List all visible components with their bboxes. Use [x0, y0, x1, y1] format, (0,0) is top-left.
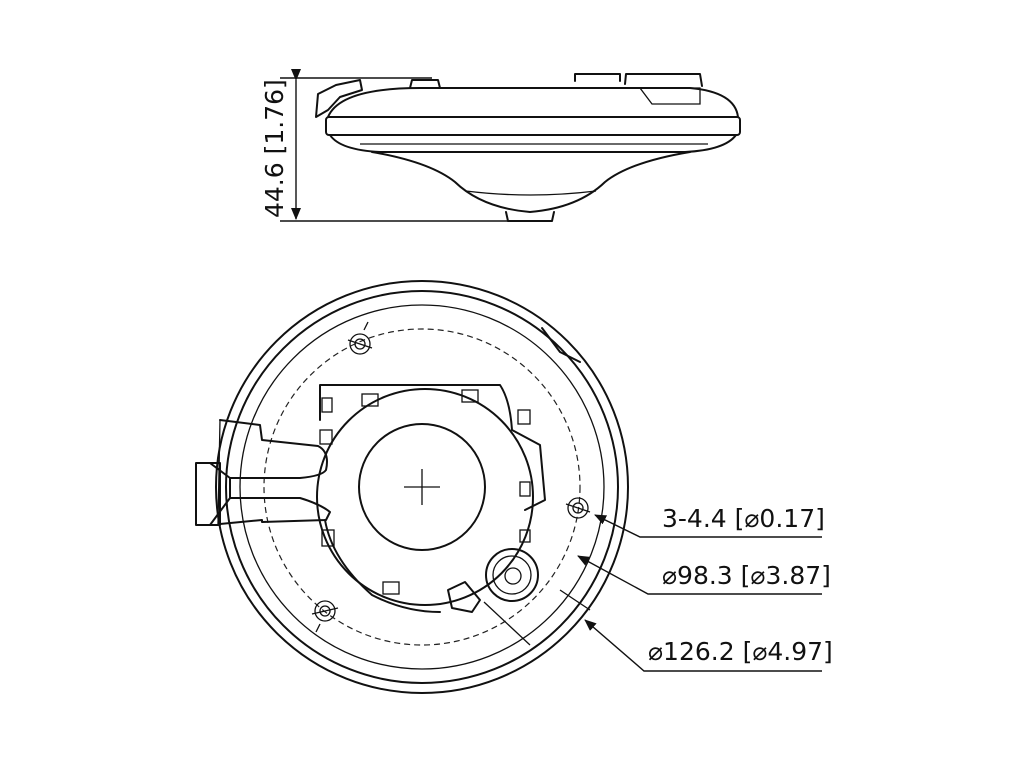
cable-arm-edge [217, 419, 221, 525]
rim-notch [541, 327, 581, 363]
side-connector [638, 87, 701, 105]
side-tab-3 [624, 73, 703, 87]
side-clip-left [315, 79, 363, 118]
side-top-plate [327, 87, 739, 118]
bottom-view [195, 280, 822, 694]
outer-diameter-label: ⌀126.2 [⌀4.97] [648, 637, 833, 666]
mounting-hole-right [565, 497, 591, 519]
sensor-inner [504, 567, 522, 585]
side-tab-2 [574, 73, 621, 82]
side-dome [371, 151, 691, 213]
bracket-tab [382, 581, 400, 595]
section-line [483, 601, 531, 646]
hole-dimension-label: 3-4.4 [⌀0.17] [662, 504, 825, 533]
bracket-outline-bottom [324, 519, 441, 613]
side-lens [505, 211, 555, 222]
height-dimension-label: 44.6 [1.76] [260, 79, 289, 218]
mounting-hole-top-left [347, 321, 373, 355]
mounting-hole-bottom-left [311, 600, 339, 633]
cable-plug [195, 462, 221, 526]
section-line [559, 589, 591, 611]
cable-arm-top [219, 419, 328, 479]
bolt-circle [263, 328, 581, 646]
side-dome-line [465, 190, 597, 196]
bracket-tab [519, 481, 531, 497]
cable-plug-side [209, 462, 231, 526]
bracket-tab [519, 529, 531, 543]
cable-arm-bottom [219, 497, 331, 525]
inner-body-circle [239, 304, 605, 670]
bracket-inner-circle [316, 388, 534, 606]
bracket-tab [517, 409, 531, 425]
side-view [280, 69, 741, 222]
bracket-outline-top [319, 384, 546, 511]
bracket-tab [319, 429, 333, 445]
outer-rim-circle [225, 290, 619, 684]
bracket-tab [321, 529, 335, 547]
bracket-tab [361, 393, 379, 407]
center-lens-circle [358, 423, 486, 551]
outer-circle [215, 280, 629, 694]
bracket-tab [461, 389, 479, 403]
inner-diameter-label: ⌀98.3 [⌀3.87] [662, 561, 831, 590]
bracket-tab [321, 397, 333, 413]
side-base-ring [325, 116, 741, 136]
hole-leader [594, 514, 822, 538]
outer-diameter-leader [584, 619, 822, 672]
inner-diameter-leader [577, 555, 822, 595]
sensor-outer [485, 548, 539, 602]
bottom-connector [447, 581, 481, 613]
sensor-mid [492, 555, 532, 595]
side-tab-1 [409, 79, 441, 89]
